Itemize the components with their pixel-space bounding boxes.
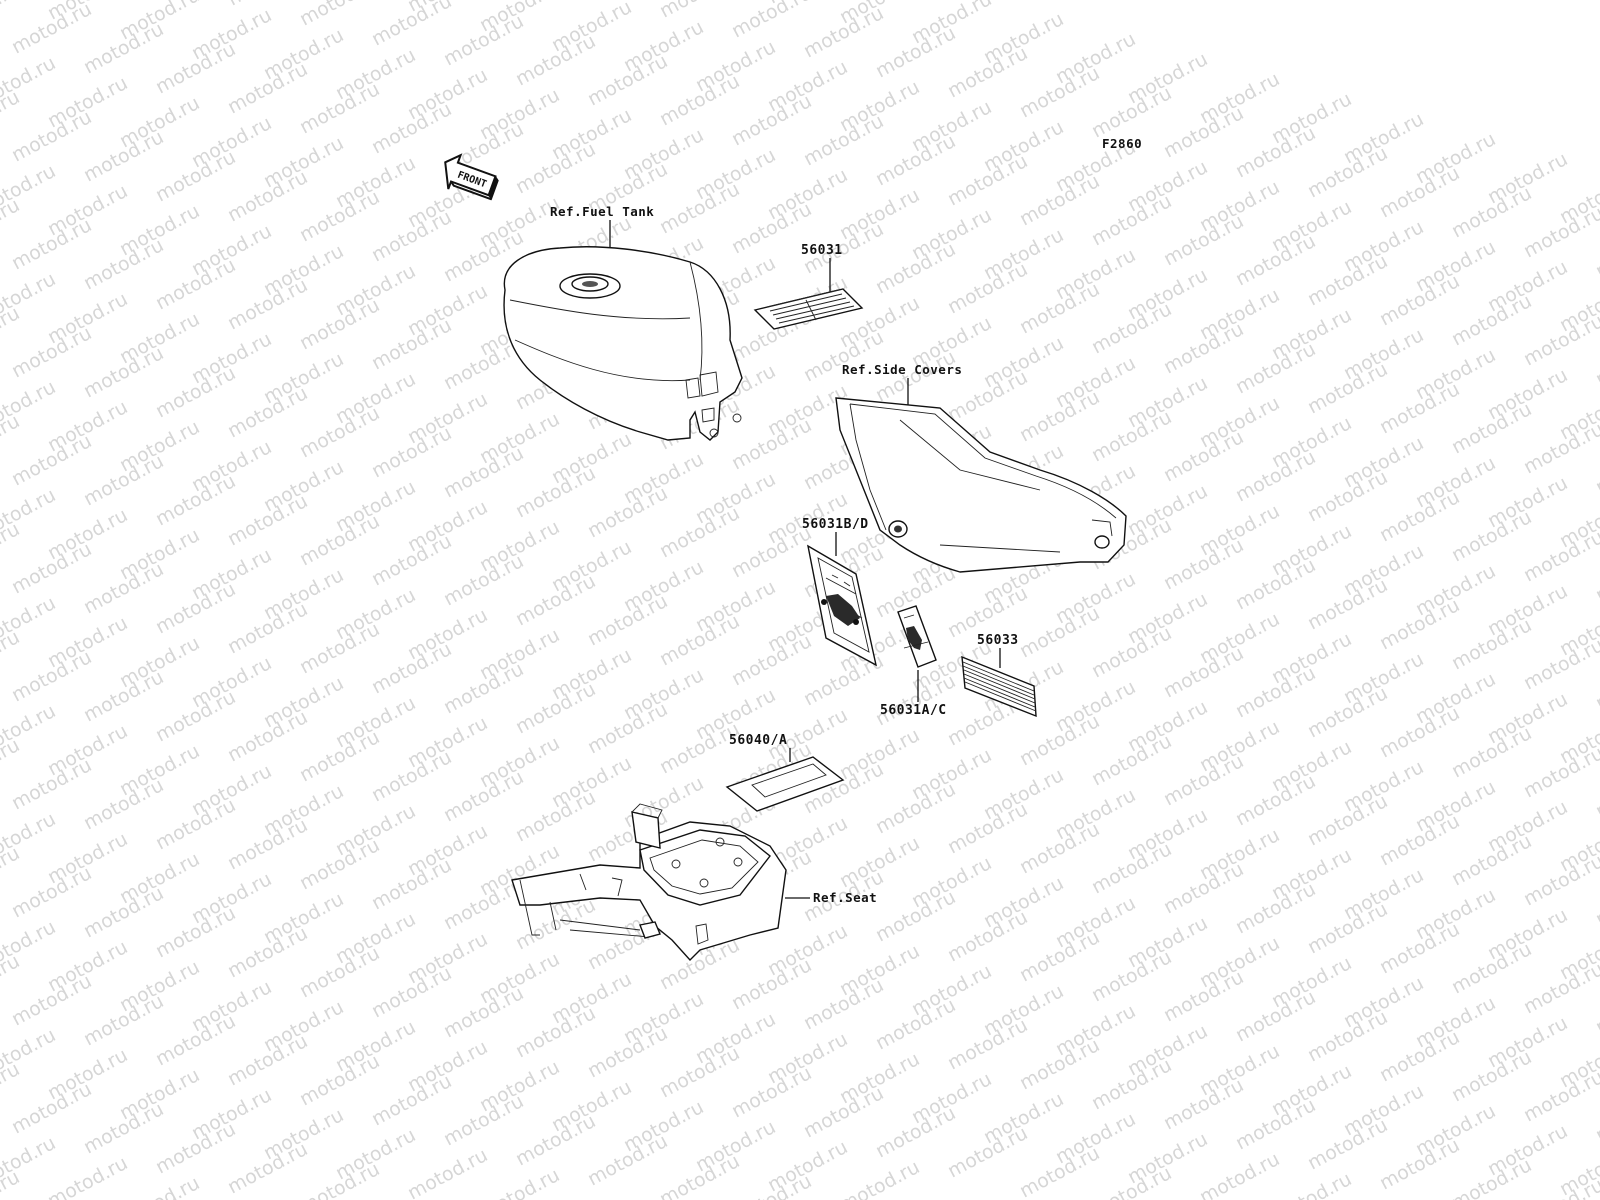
decal-56031ac bbox=[897, 605, 937, 668]
label-56031bd: 56031B/D bbox=[802, 517, 869, 532]
decal-56040a bbox=[725, 756, 845, 812]
decal-56031 bbox=[753, 288, 864, 330]
decal-56031bd bbox=[807, 544, 878, 667]
label-56031: 56031 bbox=[801, 243, 843, 258]
label-56040a: 56040/A bbox=[729, 733, 787, 748]
fuel-tank bbox=[503, 246, 743, 441]
figure-code: F2860 bbox=[1102, 136, 1142, 151]
side-cover bbox=[835, 397, 1127, 573]
label-ref-seat: Ref.Seat bbox=[813, 890, 877, 905]
label-ref-side-covers: Ref.Side Covers bbox=[842, 362, 962, 377]
label-56031ac: 56031A/C bbox=[880, 703, 947, 718]
decal-56033 bbox=[961, 655, 1037, 718]
label-ref-fuel-tank: Ref.Fuel Tank bbox=[550, 204, 654, 219]
label-56033: 56033 bbox=[977, 633, 1019, 648]
front-arrow-icon: FRONT bbox=[444, 153, 499, 201]
seat-frame bbox=[511, 803, 787, 962]
